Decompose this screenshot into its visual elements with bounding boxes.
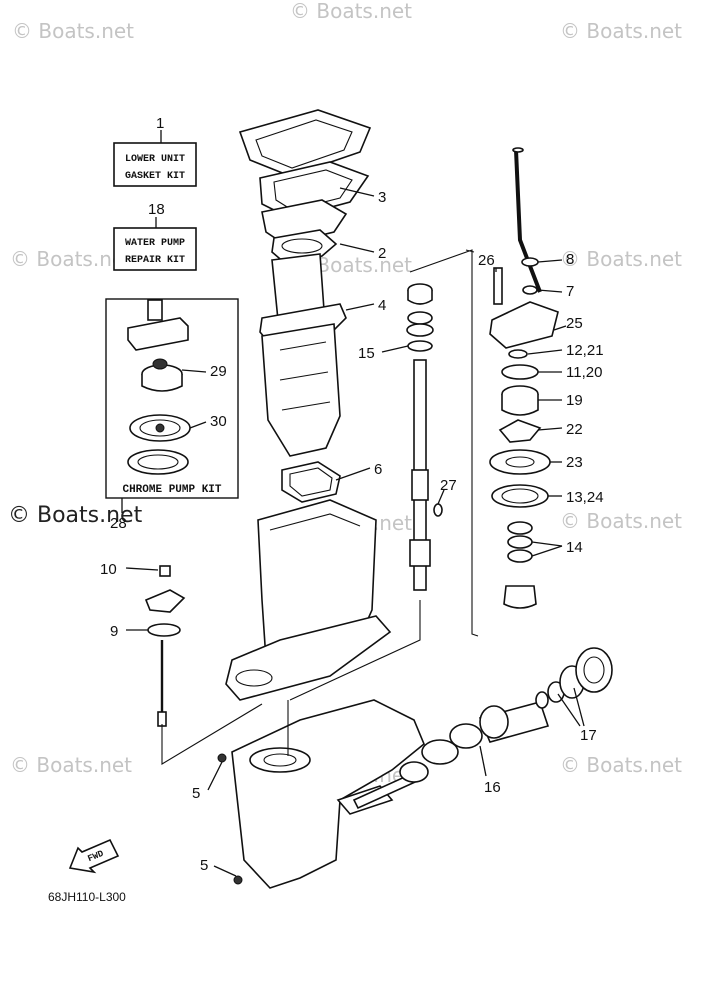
leader-lines <box>125 187 585 877</box>
callout-6: 6 <box>374 461 382 478</box>
kit-label: LOWER UNIT <box>125 154 185 165</box>
kit-label: GASKET KIT <box>125 171 185 182</box>
watermark: © Boats.net <box>560 247 682 271</box>
callout-5: 5 <box>200 857 208 874</box>
lower-unit-gasket-kit-box: LOWER UNIT GASKET KIT <box>113 130 197 187</box>
propeller-shaft-group <box>352 647 613 810</box>
callout-1: 1 <box>156 115 164 132</box>
callout-15: 15 <box>358 345 375 362</box>
callout-22: 22 <box>566 421 583 438</box>
water-pump-repair-kit-box: WATER PUMP REPAIR KIT <box>113 217 197 271</box>
kit-label: WATER PUMP <box>125 238 185 249</box>
callout-27: 27 <box>440 477 457 494</box>
callout-3: 3 <box>378 189 386 206</box>
callouts: 1 18 3 2 4 6 15 26 8 7 25 12,21 11,20 19… <box>100 115 604 874</box>
fwd-arrow-icon: FWD <box>68 838 120 874</box>
watermark: © Boats.net <box>10 753 132 777</box>
callout-25: 25 <box>566 315 583 332</box>
callout-7: 7 <box>566 283 574 300</box>
callout-28: 28 <box>110 515 127 532</box>
watermark: © Boats.net <box>12 19 134 43</box>
callout-29: 29 <box>210 363 227 380</box>
callout-17: 17 <box>580 727 597 744</box>
chrome-pump-kit-box: CHROME PUMP KIT <box>105 298 239 513</box>
gearcase <box>217 699 425 889</box>
lower-casing <box>225 499 392 701</box>
shift-rod-group <box>144 565 186 727</box>
watermark-dark: © Boats.net <box>8 503 143 528</box>
callout-4: 4 <box>378 297 386 314</box>
callout-16: 16 <box>484 779 501 796</box>
callout-10: 10 <box>100 561 117 578</box>
watermark: © Boats.net <box>560 19 682 43</box>
callout-11-20: 11,20 <box>566 364 602 381</box>
kit-label: CHROME PUMP KIT <box>122 484 221 496</box>
callout-30: 30 <box>210 413 227 430</box>
callout-5: 5 <box>192 785 200 802</box>
upper-casing-group <box>238 109 372 503</box>
watermark: © Boats.net <box>560 753 682 777</box>
callout-8: 8 <box>566 251 574 268</box>
callout-14: 14 <box>566 539 583 556</box>
assembly-lines <box>161 249 479 765</box>
callout-18: 18 <box>148 201 165 218</box>
water-pump-group <box>489 147 559 609</box>
callout-19: 19 <box>566 392 583 409</box>
callout-23: 23 <box>566 454 583 471</box>
drive-shaft-group <box>406 283 443 591</box>
watermark: © Boats.net <box>290 0 412 23</box>
callout-12-21: 12,21 <box>566 342 604 359</box>
callout-13-24: 13,24 <box>566 489 604 506</box>
diagram-code: 68JH110-L300 <box>48 890 126 904</box>
watermark: © Boats.net <box>10 247 132 271</box>
kit-label: REPAIR KIT <box>125 255 185 266</box>
callout-2: 2 <box>378 245 386 262</box>
callout-9: 9 <box>110 623 118 640</box>
callout-26: 26 <box>478 252 495 269</box>
watermark: © Boats.net <box>560 509 682 533</box>
